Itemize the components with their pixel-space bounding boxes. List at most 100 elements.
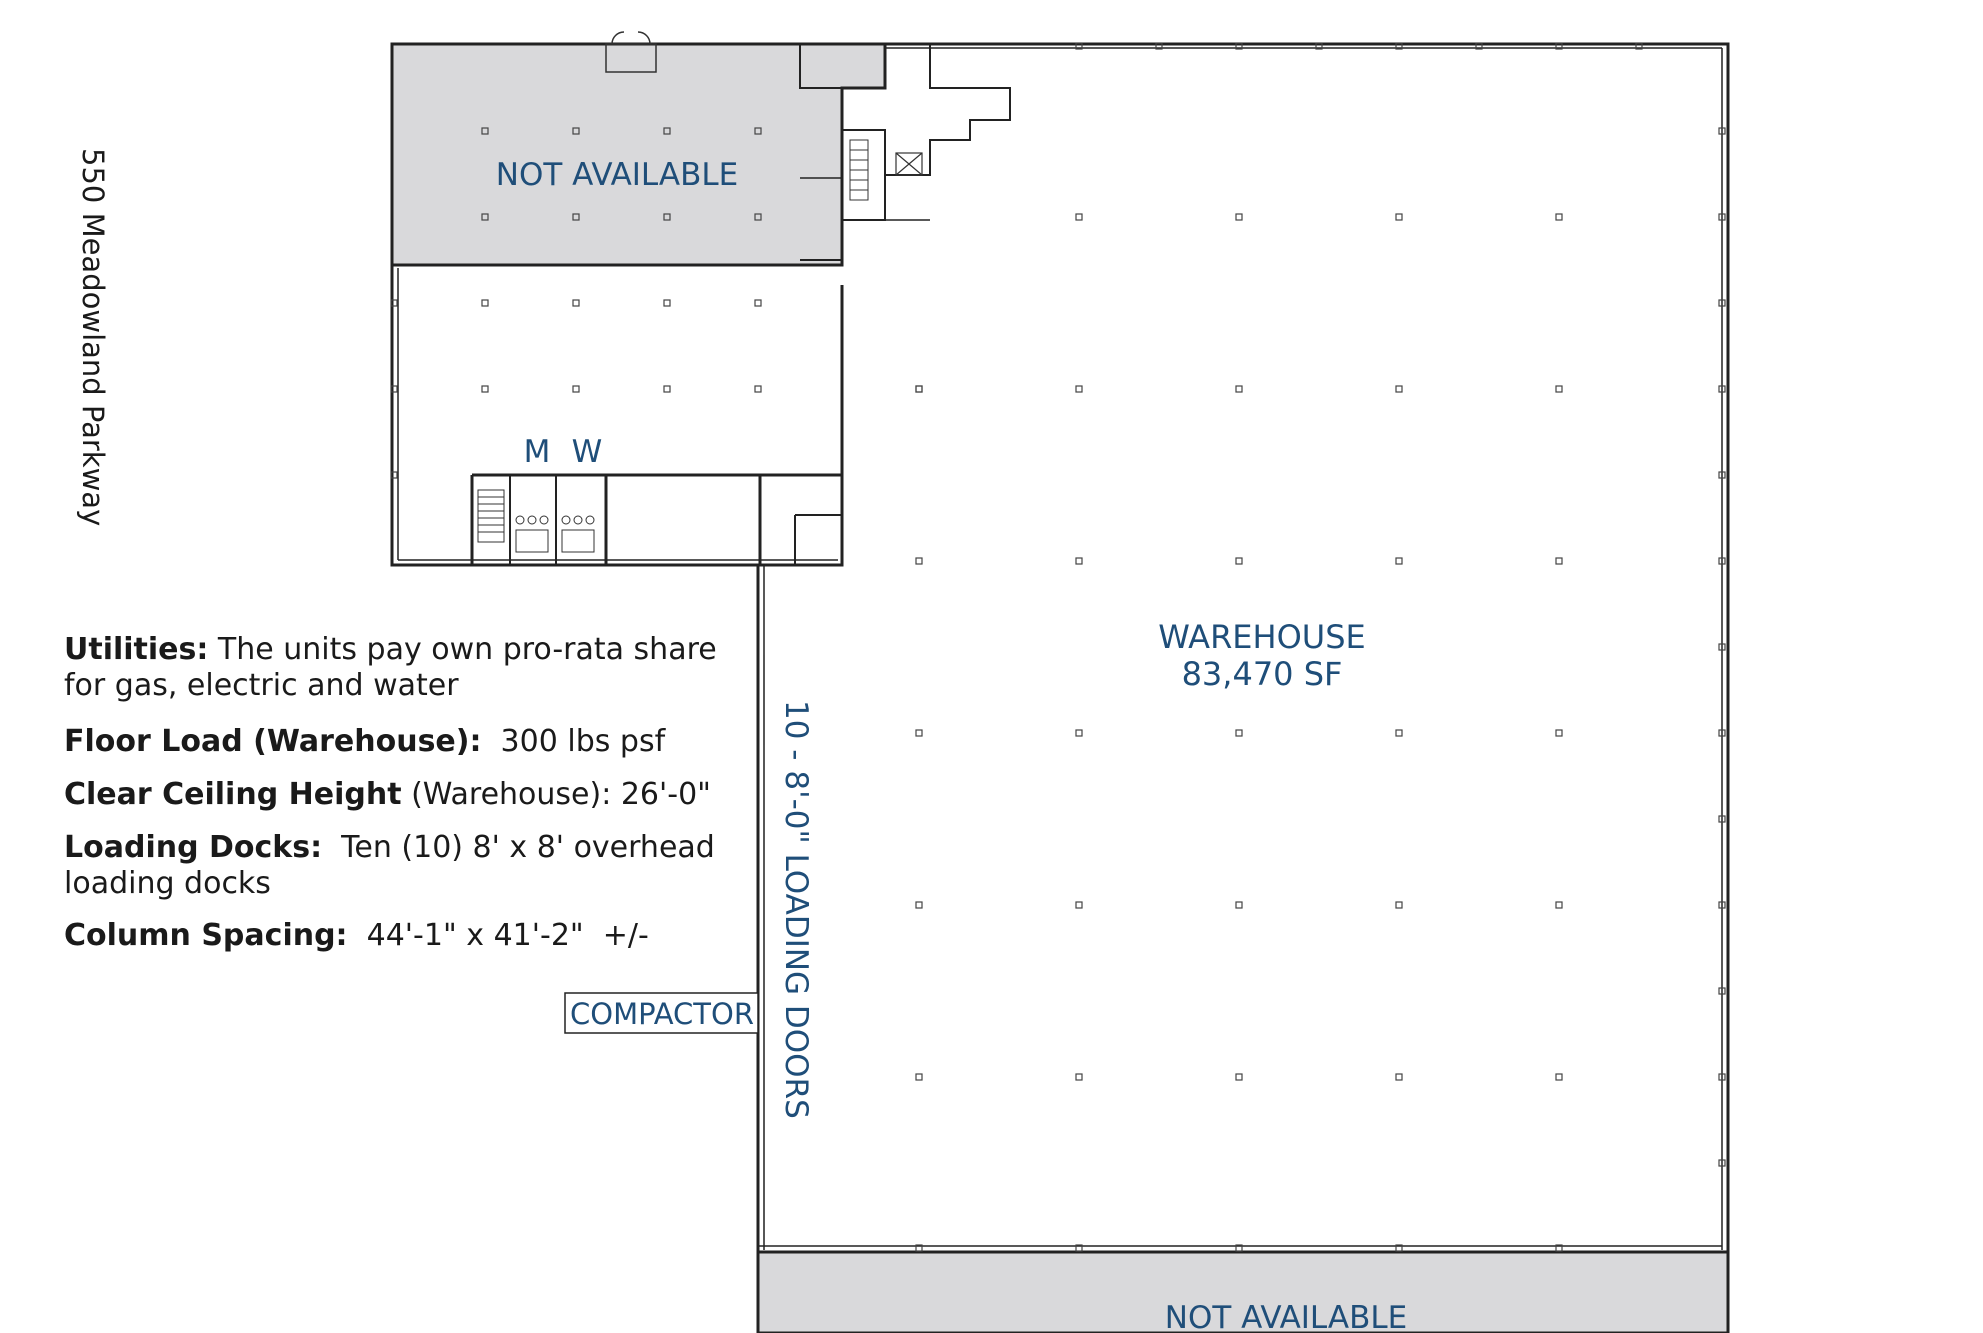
column-marker (754, 127, 762, 135)
column-marker (1555, 1244, 1563, 1252)
column-marker (663, 213, 671, 221)
spec-loading-docks-term: Loading Docks: (64, 830, 323, 865)
column-marker (1395, 1244, 1403, 1252)
column-marker (1395, 557, 1403, 565)
column-marker (1718, 213, 1726, 221)
column-marker (1235, 729, 1243, 737)
spec-utilities: Utilities: The units pay own pro-rata sh… (64, 632, 717, 704)
column-marker (1395, 729, 1403, 737)
spec-loading-docks-value: Ten (10) 8' x 8' overhead (322, 830, 715, 865)
spec-floor-load-value: 300 lbs psf (481, 724, 666, 759)
column-marker (1395, 1073, 1403, 1081)
spec-utilities-value-2: for gas, electric and water (64, 668, 459, 703)
column-marker (481, 299, 489, 307)
column-marker (1155, 42, 1163, 50)
column-marker (1718, 987, 1726, 995)
column-marker (1718, 385, 1726, 393)
column-marker (1718, 643, 1726, 651)
column-marker (390, 299, 398, 307)
not-available-area-bottom (756, 1250, 1730, 1333)
core-rooms (800, 175, 930, 221)
loading-doors-label: 10 - 8'-0" LOADING DOORS (778, 700, 814, 1119)
column-marker (1235, 557, 1243, 565)
column-marker (663, 299, 671, 307)
column-marker (1718, 1159, 1726, 1167)
column-marker (915, 385, 923, 393)
column-marker (1075, 729, 1083, 737)
spec-utilities-term: Utilities: (64, 632, 209, 667)
spec-floor-load-term: Floor Load (Warehouse): (64, 724, 482, 759)
column-marker (1395, 42, 1403, 50)
column-marker (1555, 213, 1563, 221)
column-marker (1235, 1244, 1243, 1252)
column-marker (1635, 42, 1643, 50)
column-marker (915, 385, 923, 393)
spec-clear-ceiling-term: Clear Ceiling Height (64, 777, 402, 812)
column-marker (1718, 1073, 1726, 1081)
column-marker (1235, 213, 1243, 221)
spec-column-spacing-term: Column Spacing: (64, 918, 348, 953)
column-grid (390, 42, 1726, 1252)
column-marker (572, 299, 580, 307)
not-available-label-bottom: NOT AVAILABLE (1165, 1300, 1408, 1333)
column-marker (1315, 42, 1323, 50)
column-marker (1235, 1073, 1243, 1081)
door-symbol-top (605, 31, 657, 73)
column-marker (915, 1244, 923, 1252)
not-available-label-top: NOT AVAILABLE (496, 157, 739, 193)
column-marker (1075, 385, 1083, 393)
column-marker (663, 127, 671, 135)
core-steps (885, 43, 1011, 176)
column-marker (663, 385, 671, 393)
column-marker (1395, 385, 1403, 393)
core-stairs-icon (849, 139, 869, 201)
column-marker (915, 729, 923, 737)
column-marker (1555, 1073, 1563, 1081)
column-marker (390, 471, 398, 479)
column-marker (1235, 385, 1243, 393)
warehouse-name-label: WAREHOUSE (1158, 618, 1365, 656)
spec-column-spacing-value: 44'-1" x 41'-2" +/- (347, 918, 649, 953)
restroom-m-label: M (524, 434, 551, 470)
column-marker (1718, 815, 1726, 823)
column-marker (572, 213, 580, 221)
column-marker (1395, 213, 1403, 221)
spec-clear-ceiling-value: (Warehouse): 26'-0" (401, 777, 711, 812)
spec-clear-ceiling: Clear Ceiling Height (Warehouse): 26'-0" (64, 777, 711, 813)
column-marker (1718, 299, 1726, 307)
column-marker (1075, 213, 1083, 221)
compactor-box (564, 992, 759, 1034)
column-marker (572, 127, 580, 135)
column-marker (481, 127, 489, 135)
column-marker (1718, 729, 1726, 737)
compactor-label: COMPACTOR (570, 997, 754, 1031)
column-marker (915, 1073, 923, 1081)
column-marker (1075, 1244, 1083, 1252)
column-marker (1235, 901, 1243, 909)
not-available-area-top (390, 42, 887, 267)
column-marker (1555, 729, 1563, 737)
street-label: 550 Meadowland Parkway (76, 148, 110, 527)
column-marker (1718, 127, 1726, 135)
spec-loading-docks-value-2: loading docks (64, 866, 271, 901)
column-marker (1395, 901, 1403, 909)
elevator-icon (895, 152, 923, 176)
column-marker (915, 901, 923, 909)
stairs-icon (477, 489, 505, 543)
core-wall-top (799, 44, 886, 261)
column-marker (1475, 42, 1483, 50)
column-marker (754, 213, 762, 221)
column-marker (754, 385, 762, 393)
column-marker (1555, 557, 1563, 565)
column-marker (915, 557, 923, 565)
column-marker (1718, 471, 1726, 479)
column-marker (1555, 901, 1563, 909)
column-marker (754, 299, 762, 307)
column-marker (1075, 557, 1083, 565)
column-marker (1555, 385, 1563, 393)
spec-utilities-value: The units pay own pro-rata share (208, 632, 717, 667)
column-marker (481, 385, 489, 393)
spec-column-spacing: Column Spacing: 44'-1" x 41'-2" +/- (64, 918, 649, 954)
column-marker (390, 385, 398, 393)
